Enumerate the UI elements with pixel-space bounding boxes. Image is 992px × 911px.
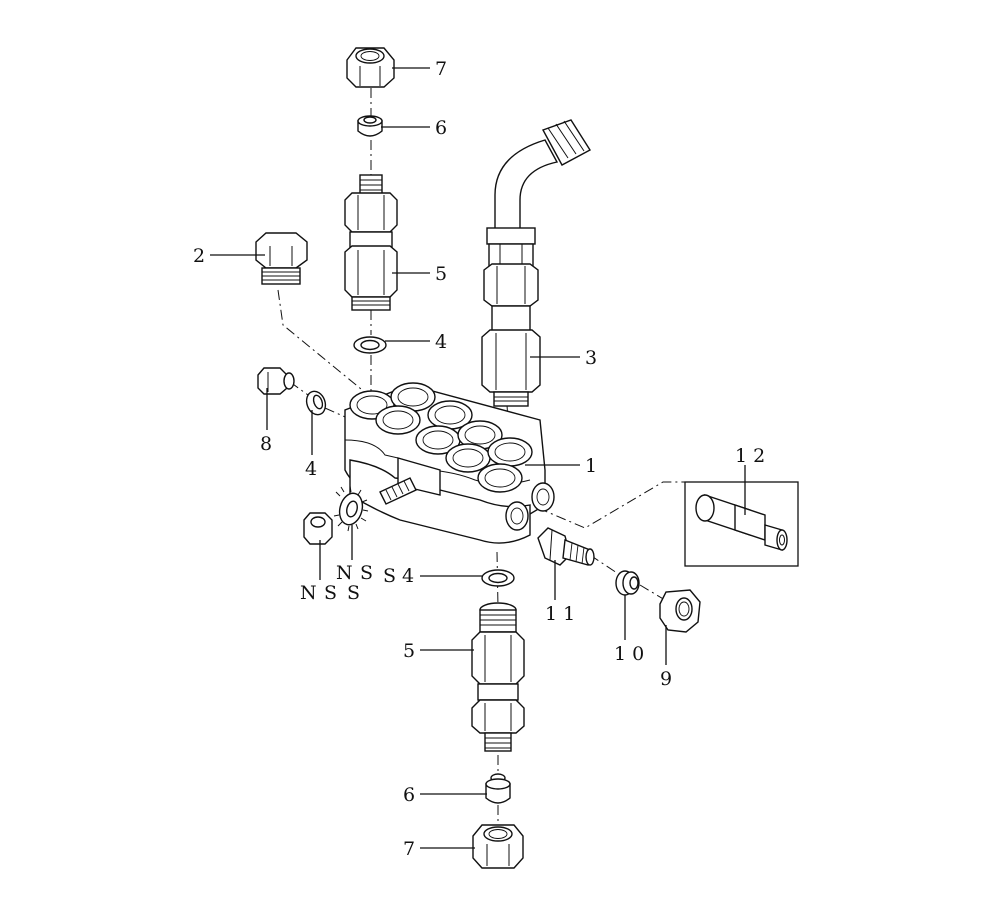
callout-8: 8 xyxy=(260,433,272,455)
sleeve-side xyxy=(615,570,640,596)
callout-7-top: 7 xyxy=(435,58,447,80)
callout-4-top: 4 xyxy=(435,331,447,353)
connector xyxy=(537,527,595,566)
callout-6-bottom: 6 xyxy=(403,784,415,806)
callout-12: 1 2 xyxy=(735,445,765,467)
callout-5-top: 5 xyxy=(435,263,447,285)
callout-5-bottom: 5 xyxy=(403,640,415,662)
washer-bottom xyxy=(481,569,515,587)
callout-nss-s2: S xyxy=(347,582,360,604)
plug xyxy=(255,232,308,285)
union-fitting-top xyxy=(344,174,398,311)
callout-9: 9 xyxy=(660,668,672,690)
hex-nut-small xyxy=(303,512,333,545)
leader-lines xyxy=(210,67,746,849)
hose-assembly xyxy=(481,119,591,407)
sleeve-bottom xyxy=(485,773,511,804)
callout-nss-s1: S xyxy=(324,582,337,604)
hex-nut-top xyxy=(346,47,395,88)
callout-nss-n: N xyxy=(300,582,317,604)
callout-6-top: 6 xyxy=(435,117,447,139)
callout-ns-n: N xyxy=(336,562,353,584)
sleeve-top xyxy=(357,115,383,137)
washer-left xyxy=(305,390,327,416)
callout-labels: 7 6 2 5 4 3 8 4 1 1 2 N S S 4 N S S S 1 … xyxy=(193,58,765,860)
manifold-block xyxy=(344,382,555,544)
hex-nut-side xyxy=(659,589,701,633)
callout-11: 1 1 xyxy=(545,603,575,625)
washer-top xyxy=(353,336,387,354)
detail-inset-box xyxy=(684,481,799,567)
callout-2: 2 xyxy=(193,245,205,267)
callout-ns-s1: S xyxy=(360,562,373,584)
hex-nut-bottom xyxy=(472,824,524,869)
union-fitting-bottom xyxy=(471,602,525,752)
callout-3: 3 xyxy=(585,347,597,369)
callout-4-left: 4 xyxy=(305,458,317,480)
callout-1: 1 xyxy=(585,455,597,477)
small-plug xyxy=(257,367,295,395)
lock-washer xyxy=(333,485,369,532)
callout-10: 1 0 xyxy=(614,643,644,665)
callout-7-bottom: 7 xyxy=(403,838,415,860)
callout-ss4: S 4 xyxy=(383,565,414,587)
